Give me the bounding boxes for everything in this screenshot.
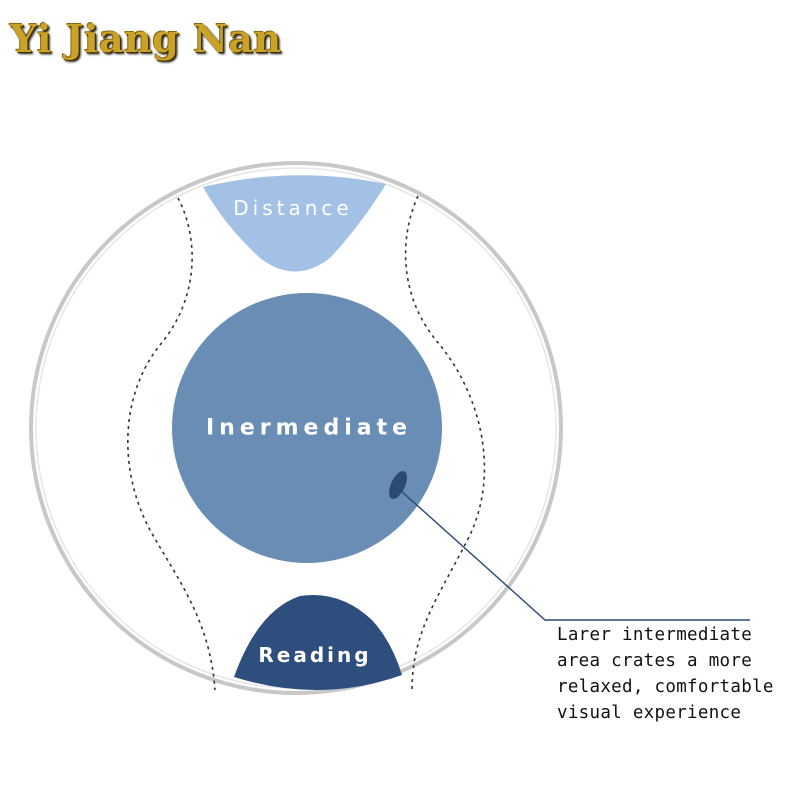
lens-outline	[29, 161, 563, 695]
callout-line: relaxed, comfortable	[557, 677, 774, 697]
corridor-boundary-left	[127, 197, 216, 691]
distance-label: Distance	[233, 196, 353, 220]
callout-leader-line	[399, 489, 750, 621]
reading-zone	[234, 595, 402, 691]
callout-text: Larer intermediate area crates a more re…	[557, 622, 797, 726]
callout-line: visual experience	[557, 703, 742, 723]
intermediate-label: Inermediate	[205, 415, 413, 441]
corridor-boundary-right	[404, 195, 486, 691]
callout-line: Larer intermediate	[557, 625, 753, 645]
distance-zone	[203, 175, 386, 272]
reading-label: Reading	[258, 643, 372, 667]
callout-line: area crates a more	[557, 651, 753, 671]
brand-logo: Yi Jiang Nan	[10, 16, 282, 61]
callout-marker	[389, 471, 407, 499]
intermediate-zone	[172, 293, 442, 563]
